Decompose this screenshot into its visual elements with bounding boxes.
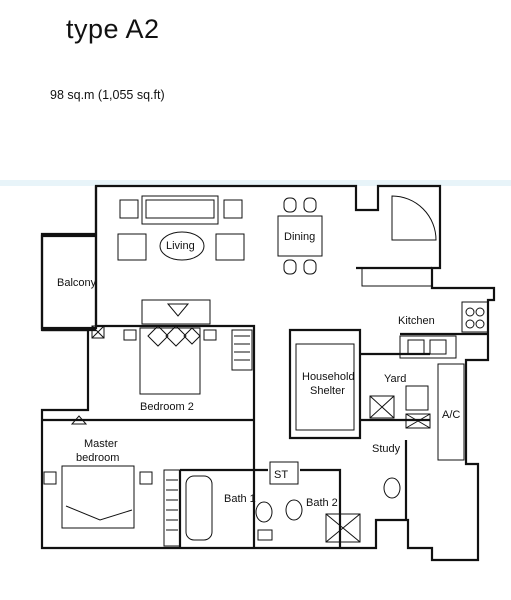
label-yard: Yard bbox=[384, 373, 406, 385]
yard-fittings bbox=[369, 385, 431, 429]
master-bedroom-furniture bbox=[43, 415, 181, 547]
dining-furniture bbox=[277, 197, 323, 275]
kitchen-fittings bbox=[361, 267, 489, 359]
label-kitchen: Kitchen bbox=[398, 315, 435, 327]
label-bath1: Bath 1 bbox=[224, 493, 256, 505]
interior-walls bbox=[42, 186, 488, 548]
label-ac: A/C bbox=[442, 409, 460, 421]
outer-walls bbox=[40, 184, 496, 562]
balcony-outline bbox=[40, 234, 98, 330]
watermark-band bbox=[0, 180, 511, 186]
shelter-inner bbox=[295, 343, 355, 431]
label-dining: Dining bbox=[284, 231, 315, 243]
label-bedroom2: Bedroom 2 bbox=[140, 401, 194, 413]
label-balcony: Balcony bbox=[57, 277, 97, 289]
unit-area: 98 sq.m (1,055 sq.ft) bbox=[50, 88, 165, 102]
unit-type-title: type A2 bbox=[66, 14, 160, 44]
label-store: ST bbox=[274, 469, 288, 481]
label-shelter-1: Household bbox=[302, 371, 355, 383]
living-furniture bbox=[117, 195, 245, 261]
room-labels: Living Dining Balcony Kitchen Household … bbox=[57, 231, 460, 509]
label-master-2: bedroom bbox=[76, 452, 119, 464]
label-study: Study bbox=[372, 443, 401, 455]
label-living: Living bbox=[166, 240, 195, 252]
bedroom2-furniture bbox=[91, 299, 253, 395]
entry-door bbox=[391, 195, 437, 241]
label-shelter-2: Shelter bbox=[310, 385, 345, 397]
ac-ledge bbox=[437, 363, 465, 461]
bathroom-fittings bbox=[185, 461, 401, 543]
label-bath2: Bath 2 bbox=[306, 497, 338, 509]
label-master-1: Master bbox=[84, 438, 118, 450]
